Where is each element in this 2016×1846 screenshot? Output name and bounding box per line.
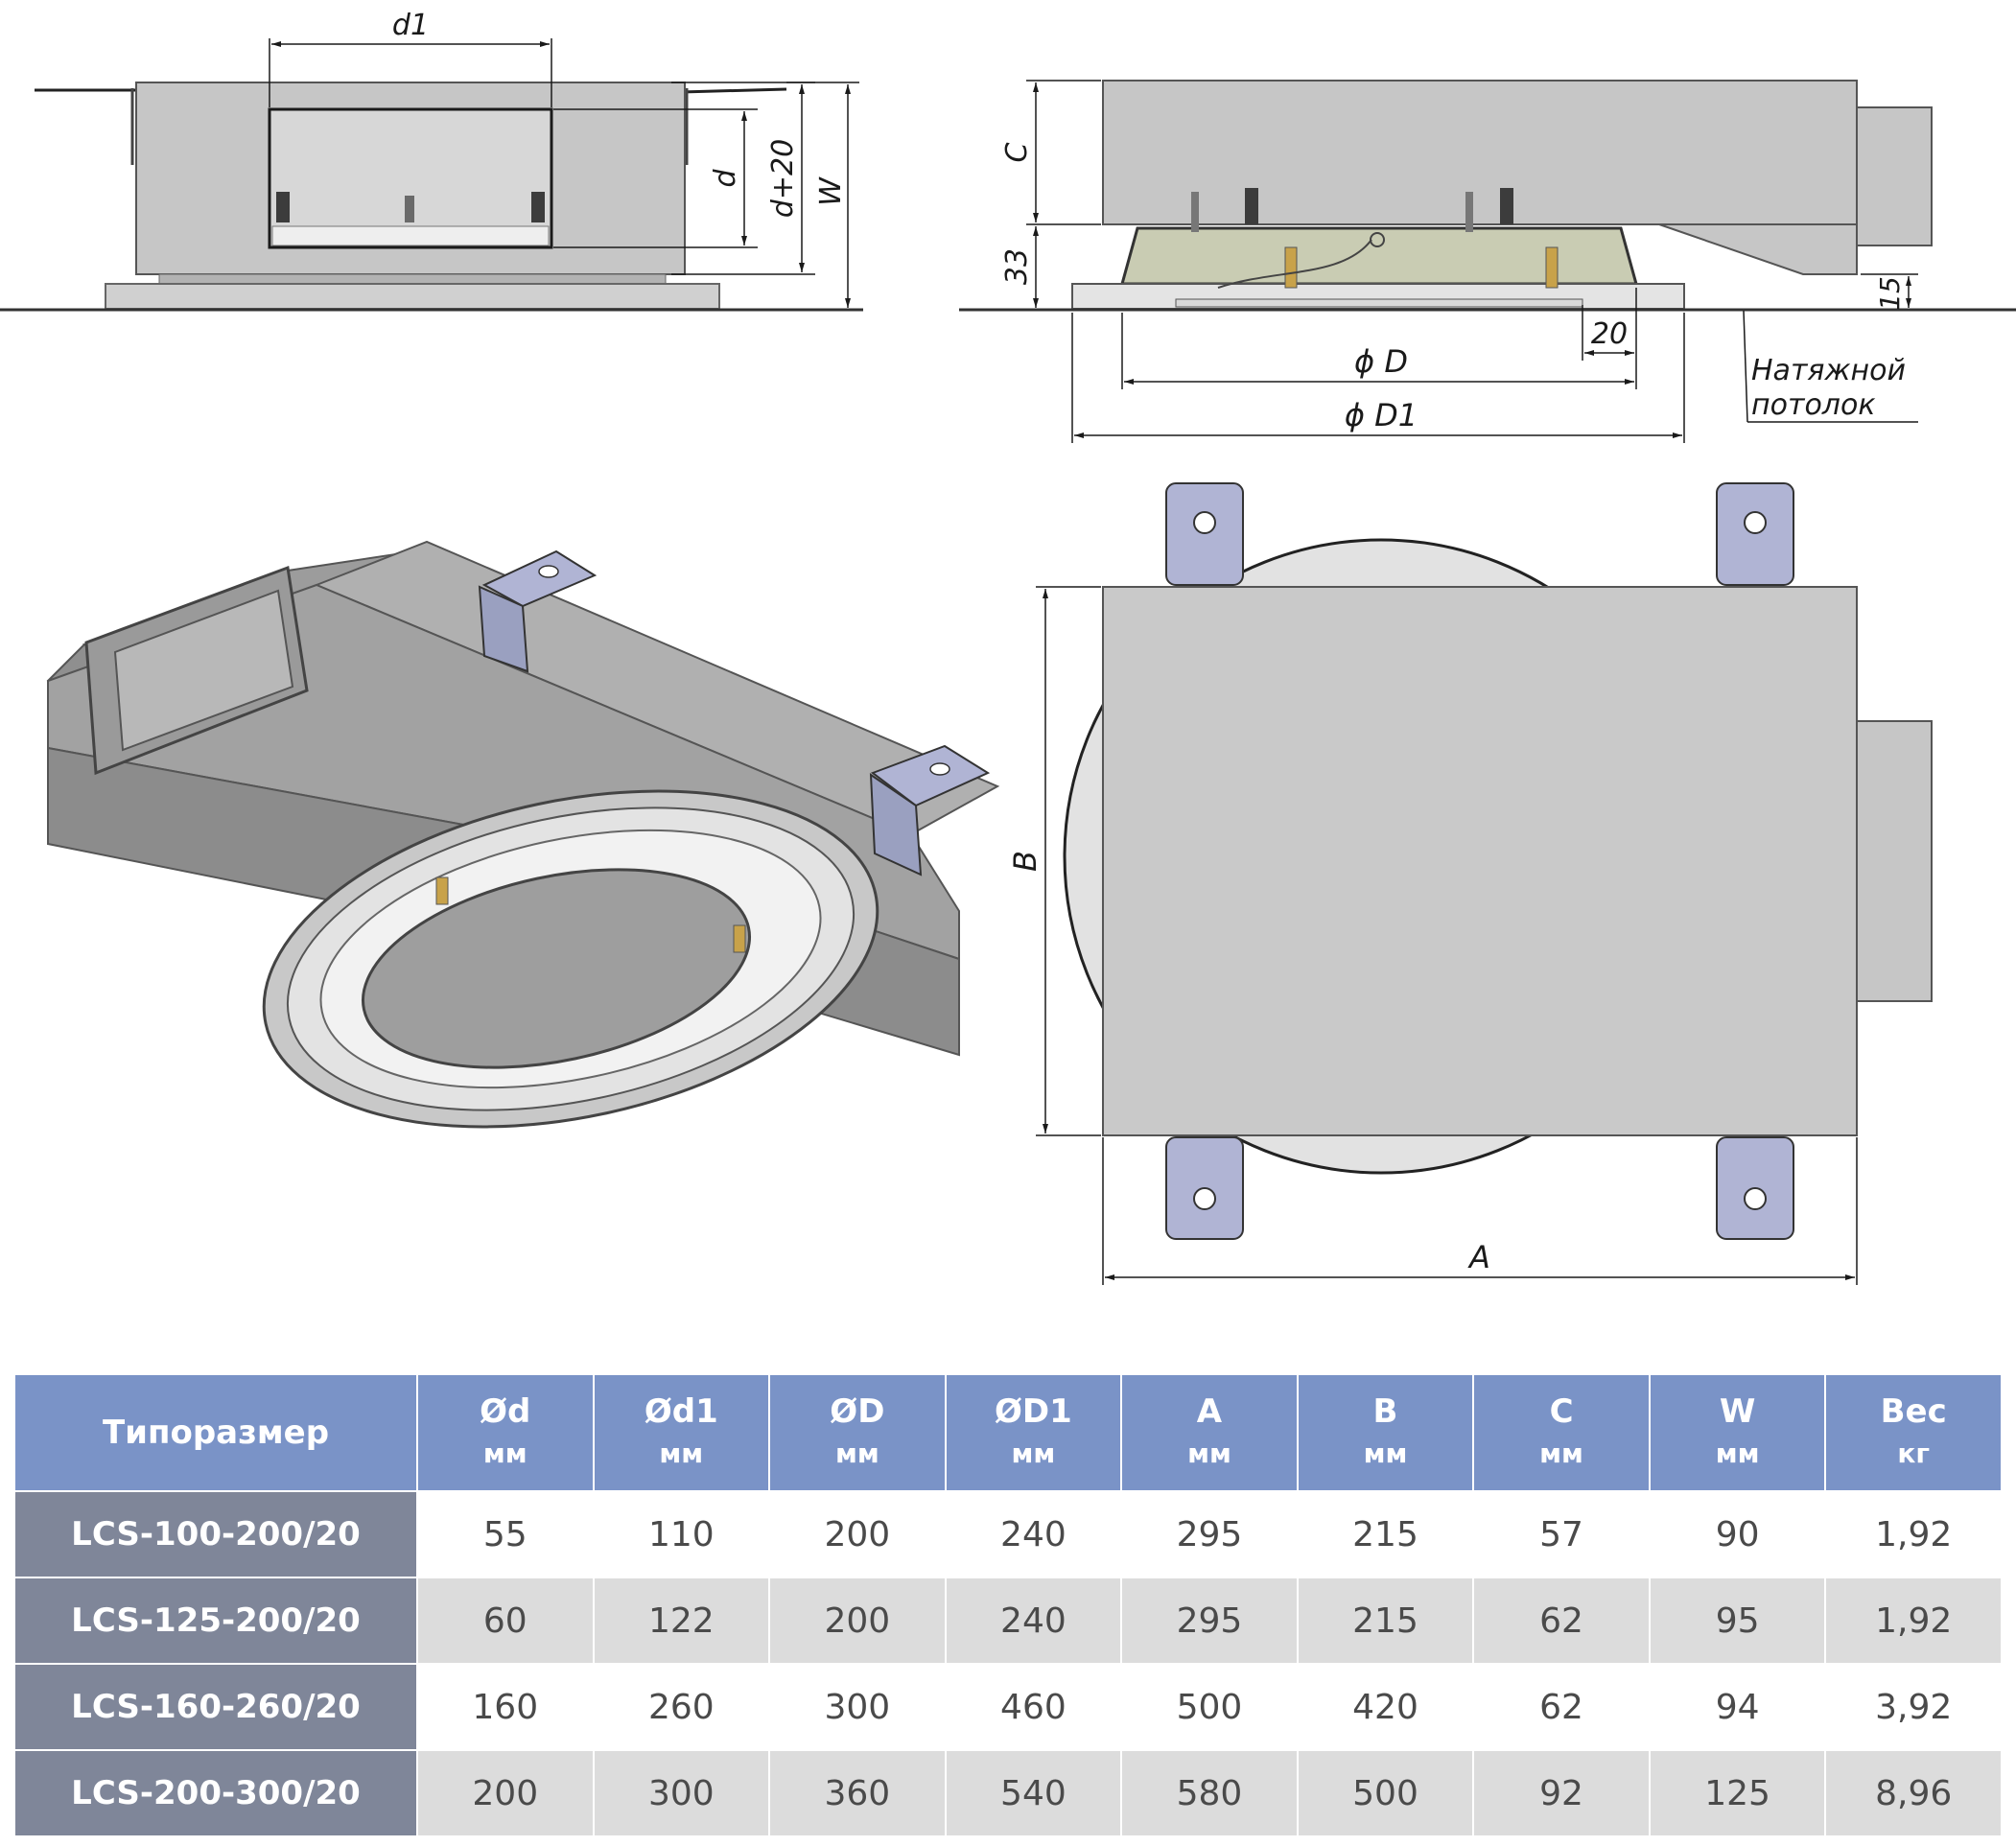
front-bolt-right <box>531 192 545 222</box>
cell-D: 200 <box>768 1577 947 1665</box>
plan-housing <box>1102 586 1858 1136</box>
cell-d1: 110 <box>592 1490 771 1578</box>
label-B: B <box>1007 851 1043 872</box>
cell-D1: 240 <box>944 1577 1123 1665</box>
table-row: LCS-160-260/20 160 260 300 460 500 420 6… <box>13 1663 2003 1751</box>
side-duct-spigot <box>1856 106 1933 246</box>
label-d1: d1 <box>392 9 429 42</box>
label-phi-D: ϕ D <box>1354 343 1408 380</box>
cell-A: 580 <box>1120 1749 1299 1837</box>
row-size-name: LCS-100-200/20 <box>13 1490 418 1578</box>
label-d-plus-20: d+20 <box>766 139 800 218</box>
label-20: 20 <box>1591 317 1628 351</box>
cell-B: 420 <box>1296 1663 1475 1751</box>
cell-C: 92 <box>1472 1749 1651 1837</box>
label-ceiling-line1: Натяжной <box>1751 354 1906 387</box>
cell-d: 60 <box>416 1577 595 1665</box>
side-diffuser-body <box>1120 226 1638 286</box>
row-size-name: LCS-200-300/20 <box>13 1749 418 1837</box>
cell-weight: 8,96 <box>1824 1749 2003 1837</box>
cell-d: 55 <box>416 1490 595 1578</box>
table-row: LCS-125-200/20 60 122 200 240 295 215 62… <box>13 1577 2003 1665</box>
side-housing <box>1102 80 1858 225</box>
cell-d1: 122 <box>592 1577 771 1665</box>
cell-weight: 1,92 <box>1824 1577 2003 1665</box>
side-housing-taper <box>1658 223 1858 275</box>
cell-D: 300 <box>768 1663 947 1751</box>
header-size: Типоразмер <box>13 1373 418 1492</box>
side-view: C 33 15 20 ϕ D ϕ D1 Натяжной потолок <box>959 80 2016 443</box>
technical-drawing: d1 d d+20 W C <box>0 9 2016 1285</box>
cell-A: 500 <box>1120 1663 1299 1751</box>
iso-diffuser-plate <box>361 868 752 1069</box>
label-A: A <box>1467 1239 1490 1275</box>
cell-d: 160 <box>416 1663 595 1751</box>
row-size-name: LCS-160-260/20 <box>13 1663 418 1751</box>
label-W: W <box>814 176 848 206</box>
cell-weight: 3,92 <box>1824 1663 2003 1751</box>
cell-D1: 460 <box>944 1663 1123 1751</box>
cell-D1: 540 <box>944 1749 1123 1837</box>
row-size-name: LCS-125-200/20 <box>13 1577 418 1665</box>
side-bolt-2 <box>1500 188 1513 224</box>
cell-D: 360 <box>768 1749 947 1837</box>
cell-D1: 240 <box>944 1490 1123 1578</box>
plan-view: B A <box>1007 482 1933 1285</box>
cell-W: 125 <box>1648 1749 1827 1837</box>
front-duct-opening <box>268 107 553 249</box>
label-d: d <box>709 169 742 188</box>
cell-B: 215 <box>1296 1490 1475 1578</box>
front-screw-center <box>405 196 414 222</box>
cell-C: 62 <box>1472 1577 1651 1665</box>
cell-C: 62 <box>1472 1663 1651 1751</box>
label-phi-D1: ϕ D1 <box>1345 397 1418 433</box>
cell-A: 295 <box>1120 1577 1299 1665</box>
front-bolt-left <box>276 192 290 222</box>
cell-weight: 1,92 <box>1824 1490 2003 1578</box>
label-C: C <box>1000 142 1034 162</box>
table-row: LCS-200-300/20 200 300 360 540 580 500 9… <box>13 1749 2003 1837</box>
cell-W: 95 <box>1648 1577 1827 1665</box>
plan-duct-spigot <box>1856 720 1933 1002</box>
iso-bracket-1 <box>481 549 598 608</box>
isometric-view <box>46 540 1000 1129</box>
cell-W: 94 <box>1648 1663 1827 1751</box>
front-diffuser-flange <box>105 283 720 310</box>
table-row: LCS-100-200/20 55 110 200 240 295 215 57… <box>13 1490 2003 1578</box>
cell-C: 57 <box>1472 1490 1651 1578</box>
cell-B: 215 <box>1296 1577 1475 1665</box>
cell-d1: 300 <box>592 1749 771 1837</box>
cell-W: 90 <box>1648 1490 1827 1578</box>
cell-d1: 260 <box>592 1663 771 1751</box>
label-33: 33 <box>1000 248 1034 285</box>
label-ceiling-line2: потолок <box>1751 388 1875 422</box>
cell-A: 295 <box>1120 1490 1299 1578</box>
side-pin-1 <box>1191 192 1199 232</box>
side-bolt-1 <box>1245 188 1258 224</box>
label-15: 15 <box>1874 276 1906 311</box>
cell-B: 500 <box>1296 1749 1475 1837</box>
front-view: d1 d d+20 W <box>0 9 863 312</box>
cell-d: 200 <box>416 1749 595 1837</box>
side-pin-2 <box>1465 192 1473 232</box>
cell-D: 200 <box>768 1490 947 1578</box>
